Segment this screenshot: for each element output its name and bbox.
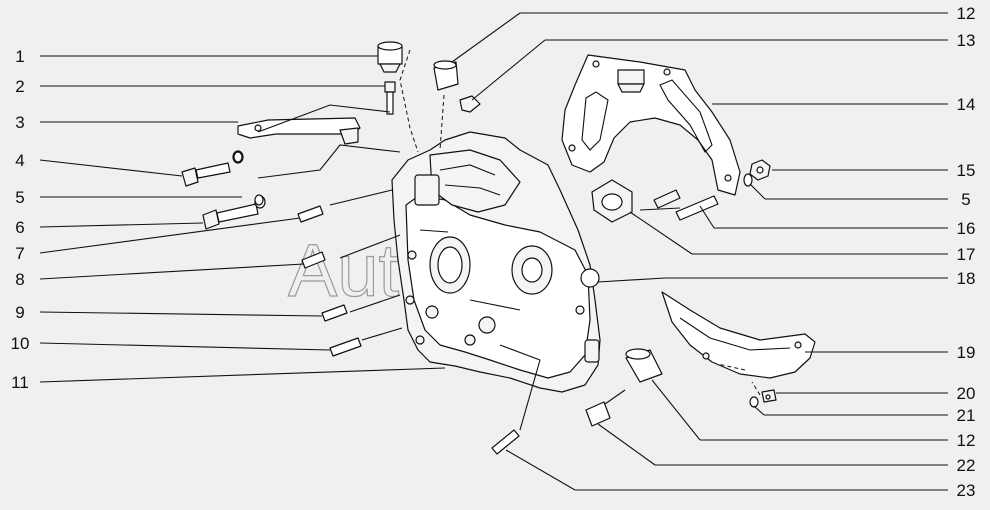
callout-19: 19	[957, 343, 976, 362]
callout-10: 10	[11, 334, 30, 353]
callout-5-right: 5	[961, 190, 970, 209]
sleeve-12-upper	[433, 60, 459, 91]
clip-13	[459, 95, 481, 113]
callout-20: 20	[957, 384, 976, 403]
bracket	[237, 117, 361, 145]
guide-line-22	[604, 389, 626, 405]
callout-13: 13	[957, 31, 976, 50]
washer-4	[233, 151, 243, 163]
guide-line-9	[349, 294, 401, 313]
bushing-22	[585, 401, 611, 427]
callout-5: 5	[15, 188, 24, 207]
guide-line-23	[519, 359, 541, 431]
guide-line-7	[329, 189, 393, 206]
callout-11: 11	[11, 373, 29, 392]
assembly-line-3	[717, 363, 746, 371]
callout-7: 7	[15, 244, 24, 263]
callout-2: 2	[15, 77, 24, 96]
callout-17: 17	[957, 245, 976, 264]
leader-lines	[39, 12, 948, 491]
bolt-20-21	[749, 389, 777, 408]
guide-line-8	[339, 234, 401, 259]
callout-3: 3	[15, 113, 24, 132]
callout-22: 22	[957, 456, 976, 475]
callout-16: 16	[957, 219, 976, 238]
callout-23: 23	[957, 481, 976, 500]
shield-plate	[661, 291, 816, 379]
callout-12-top: 12	[957, 4, 976, 23]
callouts-right: 12 13 14 15 5 16 17 18 19 20 21 12 22 23	[957, 4, 976, 500]
guide-line-5	[257, 144, 401, 179]
plug-bolt	[384, 81, 396, 115]
sensor-flange-17	[591, 179, 681, 223]
callout-6: 6	[15, 218, 24, 237]
guide-line-16	[639, 207, 681, 211]
callout-1: 1	[15, 47, 24, 66]
gearbox-housing	[391, 131, 601, 393]
callouts-left: 1 2 3 4 5 6 7 8 9 10 11	[11, 47, 30, 392]
callout-12-bottom: 12	[957, 431, 976, 450]
callout-8: 8	[15, 270, 24, 289]
callout-14: 14	[957, 95, 976, 114]
studs	[297, 195, 719, 455]
washer-5	[254, 194, 264, 206]
cover-plate	[561, 54, 741, 196]
assembly-line-4	[751, 381, 761, 396]
callout-9: 9	[15, 303, 24, 322]
cap-plug	[377, 41, 403, 73]
callout-4: 4	[15, 151, 24, 170]
assembly-line-2	[439, 94, 445, 151]
guide-line-10	[361, 327, 403, 341]
callout-18: 18	[957, 269, 976, 288]
callout-21: 21	[957, 406, 976, 425]
assembly-line-1	[399, 49, 419, 153]
guide-line-3	[257, 104, 391, 133]
callout-15: 15	[957, 161, 976, 180]
sleeve-12-lower	[625, 348, 663, 383]
nut-15	[743, 159, 771, 187]
